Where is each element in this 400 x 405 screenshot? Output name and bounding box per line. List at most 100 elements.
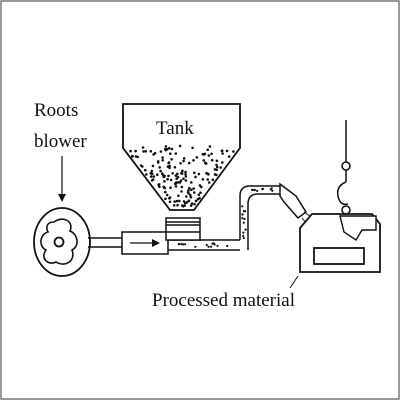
granule: [129, 149, 132, 153]
granule: [158, 185, 161, 189]
granule: [192, 187, 195, 190]
granule: [210, 245, 213, 248]
granule: [241, 217, 244, 220]
granule: [187, 161, 191, 165]
granule: [189, 195, 193, 199]
granule: [216, 244, 219, 247]
granule: [180, 242, 183, 246]
discharge-nozzle: [279, 182, 308, 220]
granule: [164, 147, 167, 151]
conveying-pipe: [239, 185, 282, 250]
granule: [176, 172, 179, 176]
granule: [185, 195, 188, 198]
granule: [193, 171, 196, 175]
granule: [226, 244, 229, 248]
granule: [170, 147, 174, 151]
granule: [184, 175, 188, 178]
processed-material-label: Processed material: [152, 290, 295, 311]
granule: [206, 172, 210, 176]
granule: [173, 166, 177, 169]
granule: [191, 146, 194, 150]
roots-blower-label-line2: blower: [34, 131, 87, 152]
granule: [176, 203, 179, 207]
granule: [199, 191, 202, 194]
granule: [242, 237, 245, 240]
granule: [198, 196, 201, 200]
granule: [174, 152, 178, 155]
granule: [178, 181, 182, 184]
granule: [205, 244, 208, 247]
granule: [225, 149, 229, 153]
granule: [179, 162, 182, 165]
granule: [167, 146, 171, 150]
granule: [151, 178, 155, 181]
rotary-feeder: [165, 217, 201, 241]
blower-shaft: [53, 236, 65, 248]
granule: [167, 161, 170, 165]
granule: [180, 185, 184, 189]
granule: [189, 193, 192, 197]
material-granules: [129, 144, 274, 248]
granule: [190, 181, 193, 184]
granule: [152, 153, 155, 156]
main-pipe: [88, 231, 240, 255]
granule: [161, 156, 164, 159]
granule: [219, 166, 222, 169]
granule: [194, 199, 198, 203]
tank-label: Tank: [156, 118, 194, 139]
granule: [256, 189, 259, 192]
granule: [171, 172, 174, 175]
granule: [210, 158, 214, 162]
granule: [215, 163, 218, 167]
granule: [242, 221, 245, 224]
granule: [215, 173, 218, 177]
granule: [198, 184, 202, 187]
granule: [164, 145, 168, 148]
granule: [150, 172, 153, 175]
granule: [170, 158, 173, 161]
granule: [189, 204, 193, 207]
granule: [182, 243, 185, 246]
granule: [206, 178, 209, 181]
granule: [195, 156, 199, 159]
granule: [244, 228, 247, 231]
granule: [187, 189, 190, 192]
granule: [201, 178, 205, 181]
granule: [211, 242, 214, 245]
granule: [253, 188, 256, 191]
granule: [184, 201, 187, 205]
granule: [208, 145, 212, 148]
granule: [243, 217, 246, 221]
granule: [242, 231, 245, 234]
granule: [159, 169, 162, 173]
granule: [172, 204, 176, 207]
granule: [165, 193, 169, 197]
granule: [207, 245, 210, 248]
granule: [173, 200, 176, 203]
granule: [180, 171, 183, 175]
granule: [156, 173, 159, 176]
granule: [134, 149, 137, 153]
part-slot: [313, 247, 365, 265]
granule: [241, 213, 244, 216]
granule: [168, 200, 172, 204]
granule: [174, 174, 178, 177]
granule: [173, 182, 177, 186]
granule: [208, 181, 211, 184]
granule: [166, 165, 170, 168]
granule: [178, 199, 181, 203]
granule: [201, 152, 205, 156]
granule: [194, 245, 197, 248]
granule: [215, 165, 219, 169]
granule: [221, 161, 224, 164]
granule: [182, 159, 185, 163]
granule: [221, 152, 224, 155]
granule: [184, 173, 187, 176]
granule: [145, 173, 148, 176]
granule: [141, 146, 145, 149]
granule: [242, 234, 245, 237]
granule: [194, 175, 197, 179]
granule: [190, 188, 193, 192]
